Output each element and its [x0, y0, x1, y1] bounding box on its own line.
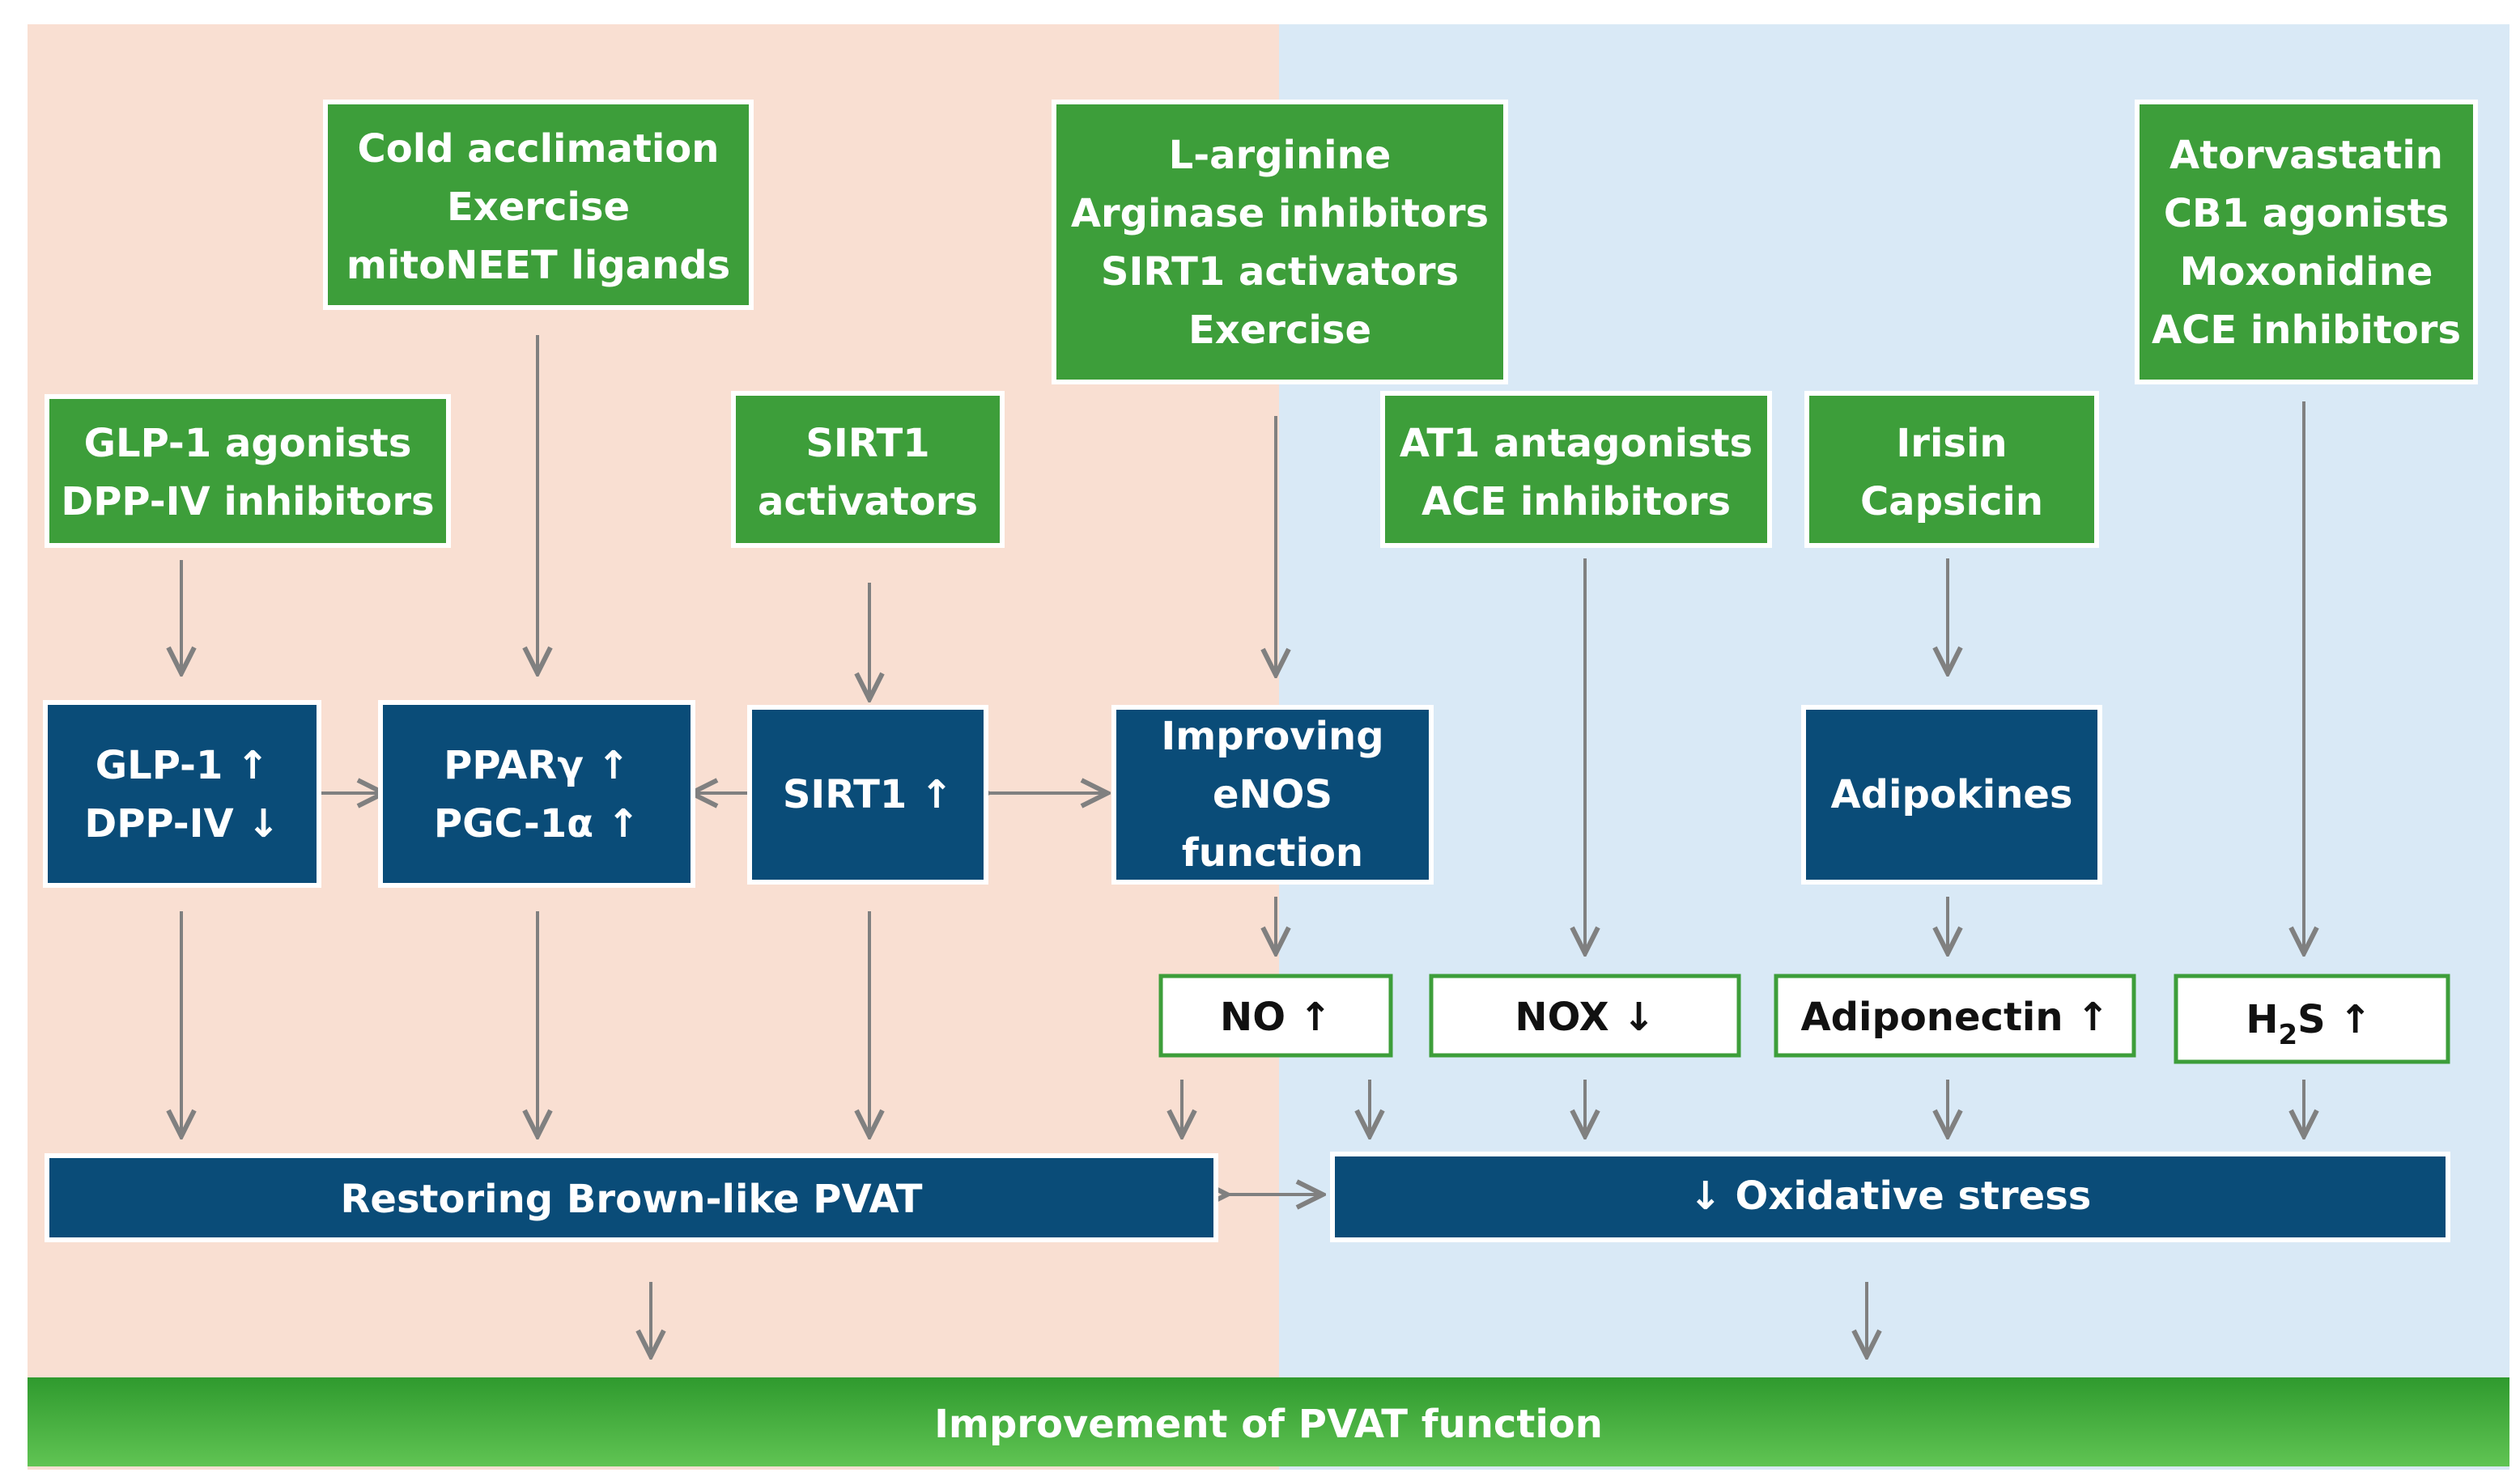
box-cold-acclimation-line-3: mitoNEET ligands: [346, 243, 730, 288]
box-l-arginine-line-3: SIRT1 activators: [1101, 249, 1459, 295]
box-nox: NOX ↓: [1429, 974, 1741, 1058]
bar-restoring-label: Restoring Brown-like PVAT: [340, 1177, 922, 1222]
box-sirt1-activators-line-2: activators: [758, 479, 978, 524]
box-no-label: NO ↑: [1220, 995, 1332, 1040]
box-sirt1: SIRT1 ↑: [747, 705, 988, 885]
box-h2s-label: H2S ↑: [2246, 997, 2371, 1051]
box-l-arginine-line-1: L-arginine: [1169, 133, 1392, 178]
box-sirt1-activators: SIRT1 activators: [731, 391, 1005, 548]
box-l-arginine-line-4: Exercise: [1188, 308, 1371, 353]
bar-restoring: Restoring Brown-like PVAT: [45, 1153, 1218, 1242]
box-cold-acclimation: Cold acclimation Exercise mitoNEET ligan…: [323, 100, 754, 310]
box-cold-acclimation-line-1: Cold acclimation: [358, 126, 720, 172]
box-irisin-line-2: Capsicin: [1860, 479, 2043, 524]
box-glp1-dpp-line-1: GLP-1 ↑: [96, 743, 270, 788]
arrows-layer: [181, 335, 2304, 1356]
box-glp1-agonists-line-1: GLP-1 agonists: [84, 421, 412, 466]
box-irisin: Irisin Capsicin: [1804, 391, 2099, 548]
box-h2s: H2S ↑: [2174, 974, 2450, 1064]
box-enos-line-3: function: [1182, 830, 1363, 876]
box-nox-label: NOX ↓: [1515, 995, 1655, 1040]
box-ppar-line-1: PPARγ ↑: [444, 743, 630, 788]
box-enos-line-2: eNOS: [1213, 772, 1332, 817]
box-glp1-agonists: GLP-1 agonists DPP-IV inhibitors: [45, 394, 451, 548]
box-atorvastatin-line-3: Moxonidine: [2180, 249, 2433, 295]
box-at1-antagonists: AT1 antagonists ACE inhibitors: [1380, 391, 1772, 548]
box-at1-antagonists-line-2: ACE inhibitors: [1421, 479, 1731, 524]
box-atorvastatin-line-2: CB1 agonists: [2164, 191, 2449, 236]
bar-improvement-label: Improvement of PVAT function: [934, 1402, 1603, 1447]
box-atorvastatin: Atorvastatin CB1 agonists Moxonidine ACE…: [2135, 100, 2478, 384]
bar-oxidative: ↓ Oxidative stress: [1330, 1152, 2450, 1242]
bar-oxidative-label: ↓ Oxidative stress: [1689, 1173, 2092, 1219]
box-ppar: PPARγ ↑ PGC-1α ↑: [378, 700, 695, 888]
box-sirt1-activators-line-1: SIRT1: [805, 421, 929, 466]
box-ppar-line-2: PGC-1α ↑: [434, 801, 640, 847]
box-adiponectin: Adiponectin ↑: [1774, 974, 2136, 1058]
box-adiponectin-label: Adiponectin ↑: [1801, 995, 2110, 1040]
box-l-arginine: L-arginine Arginase inhibitors SIRT1 act…: [1052, 100, 1508, 384]
box-enos: Improving eNOS function: [1111, 705, 1434, 885]
box-enos-line-1: Improving: [1161, 714, 1383, 759]
box-cold-acclimation-line-2: Exercise: [447, 185, 630, 230]
box-h2s-h: H: [2246, 997, 2278, 1042]
box-no: NO ↑: [1158, 974, 1393, 1058]
box-at1-antagonists-line-1: AT1 antagonists: [1400, 421, 1753, 466]
box-atorvastatin-line-4: ACE inhibitors: [2152, 308, 2461, 353]
box-glp1-dpp-line-2: DPP-IV ↓: [84, 801, 279, 847]
box-l-arginine-line-2: Arginase inhibitors: [1071, 191, 1489, 236]
bar-improvement: Improvement of PVAT function: [28, 1377, 2509, 1466]
box-atorvastatin-line-1: Atorvastatin: [2169, 133, 2443, 178]
box-h2s-rest: S ↑: [2297, 997, 2372, 1042]
box-glp1-agonists-line-2: DPP-IV inhibitors: [61, 479, 434, 524]
box-irisin-line-1: Irisin: [1896, 421, 2007, 466]
box-h2s-sub: 2: [2279, 1019, 2298, 1051]
box-adipokines-line-1: Adipokines: [1831, 772, 2073, 817]
box-adipokines: Adipokines: [1801, 705, 2102, 885]
box-glp1-dpp: GLP-1 ↑ DPP-IV ↓: [43, 700, 321, 888]
box-sirt1-line-1: SIRT1 ↑: [783, 772, 953, 817]
